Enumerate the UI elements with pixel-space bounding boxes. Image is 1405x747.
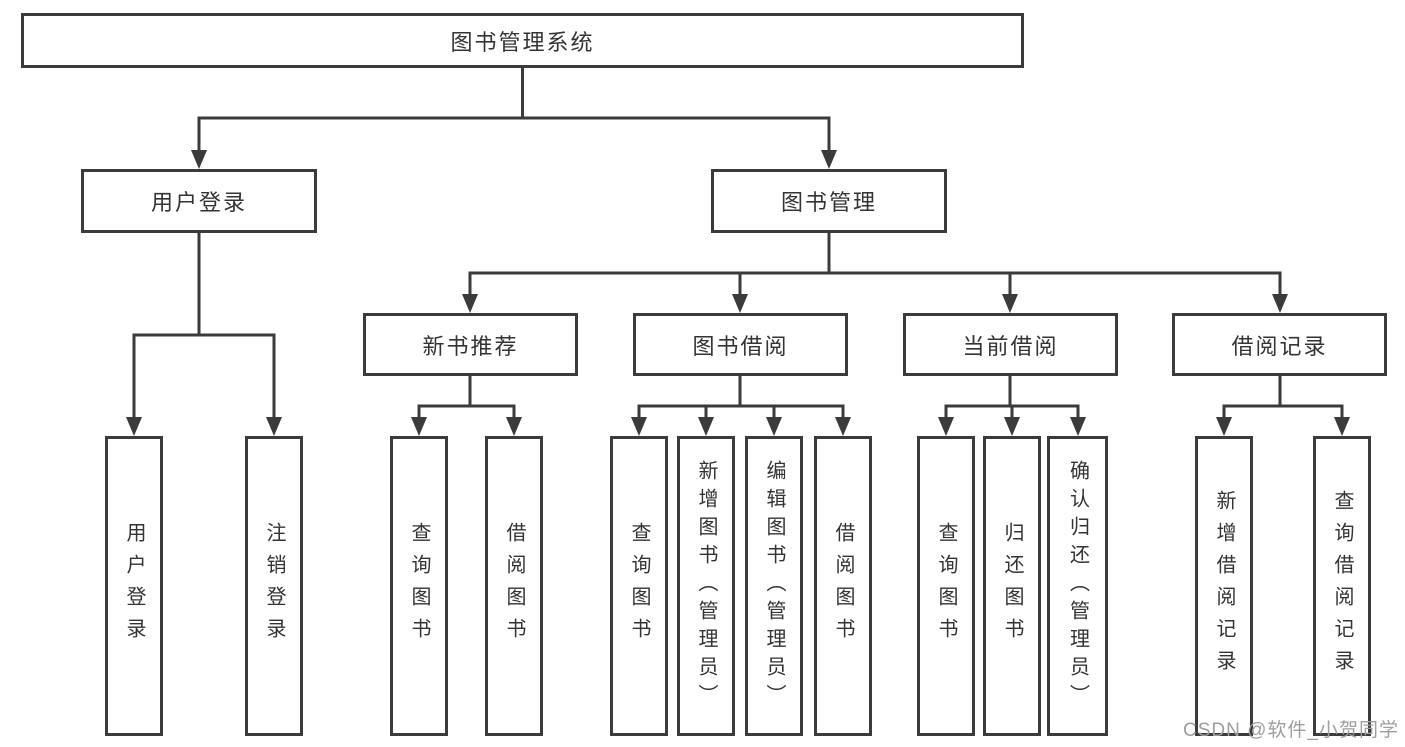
leaf-add-book-admin: 新增图书（管理员） <box>677 436 735 736</box>
node-borrow-records-label: 借阅记录 <box>1231 333 1328 359</box>
node-root: 图书管理系统 <box>21 13 1024 68</box>
node-user-login: 用户登录 <box>81 169 317 233</box>
node-book-borrow: 图书借阅 <box>633 313 848 376</box>
node-borrow-records: 借阅记录 <box>1172 313 1387 376</box>
leaf-query-books-recommend-label: 查询图书 <box>408 522 430 650</box>
leaf-confirm-return-admin: 确认归还（管理员） <box>1047 436 1108 736</box>
leaf-borrow-books-label: 借阅图书 <box>832 522 854 650</box>
leaf-query-borrow-record: 查询借阅记录 <box>1313 436 1371 736</box>
leaf-query-books-borrow-label: 查询图书 <box>628 522 650 650</box>
node-book-borrow-label: 图书借阅 <box>692 333 789 359</box>
leaf-query-books-current: 查询图书 <box>917 436 975 736</box>
leaf-query-books-current-label: 查询图书 <box>935 522 957 650</box>
leaf-return-books: 归还图书 <box>983 436 1041 736</box>
leaf-add-book-admin-label: 新增图书（管理员） <box>695 460 717 712</box>
leaf-logout: 注销登录 <box>245 436 303 736</box>
leaf-logout-label: 注销登录 <box>263 522 285 650</box>
watermark: CSDN @软件_小贺同学 <box>1183 720 1399 741</box>
leaf-user-login-label: 用户登录 <box>123 522 145 650</box>
node-root-label: 图书管理系统 <box>450 29 595 55</box>
leaf-borrow-books-recommend-label: 借阅图书 <box>503 522 525 650</box>
leaf-borrow-books: 借阅图书 <box>814 436 872 736</box>
node-book-management-label: 图书管理 <box>780 190 877 215</box>
node-current-borrow: 当前借阅 <box>903 313 1118 376</box>
leaf-edit-book-admin-label: 编辑图书（管理员） <box>763 460 785 712</box>
leaf-confirm-return-admin-label: 确认归还（管理员） <box>1066 460 1089 712</box>
leaf-add-borrow-record: 新增借阅记录 <box>1195 436 1253 736</box>
node-new-book-recommend-label: 新书推荐 <box>422 333 519 359</box>
node-new-book-recommend: 新书推荐 <box>363 313 578 376</box>
leaf-query-borrow-record-label: 查询借阅记录 <box>1331 490 1353 682</box>
leaf-query-books-recommend: 查询图书 <box>390 436 448 736</box>
node-current-borrow-label: 当前借阅 <box>962 333 1059 359</box>
node-user-login-label: 用户登录 <box>150 190 247 215</box>
leaf-return-books-label: 归还图书 <box>1001 522 1023 650</box>
leaf-edit-book-admin: 编辑图书（管理员） <box>745 436 803 736</box>
arrowheads <box>126 150 1350 436</box>
leaf-query-books-borrow: 查询图书 <box>610 436 668 736</box>
leaf-borrow-books-recommend: 借阅图书 <box>485 436 543 736</box>
leaf-user-login: 用户登录 <box>105 436 163 736</box>
node-book-management: 图书管理 <box>711 169 947 233</box>
leaf-add-borrow-record-label: 新增借阅记录 <box>1213 490 1235 682</box>
